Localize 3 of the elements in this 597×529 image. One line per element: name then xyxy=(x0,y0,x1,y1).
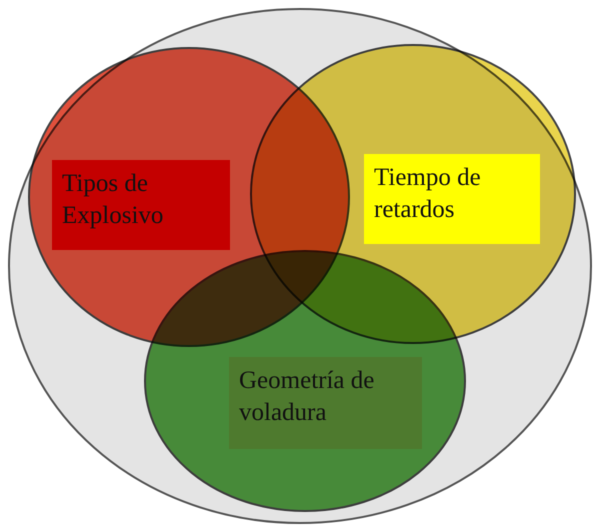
circle-label: Geometría de voladura xyxy=(229,357,422,449)
circle-label: Tipos de Explosivo xyxy=(52,160,230,250)
circle-label: Tiempo de retardos xyxy=(364,154,540,244)
